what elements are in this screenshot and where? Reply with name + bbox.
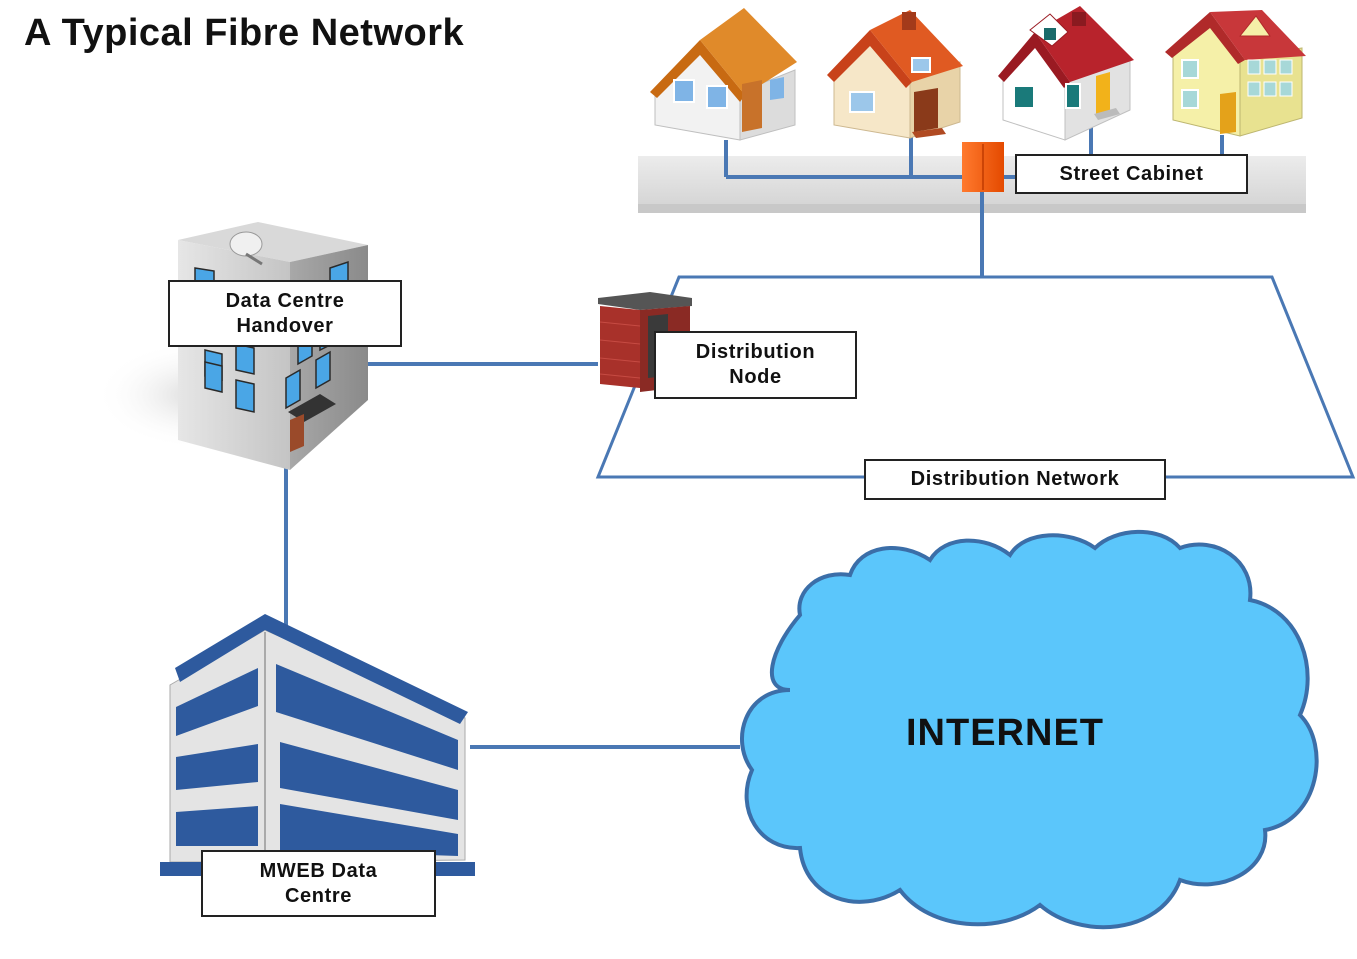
distribution-ring [595,275,1356,479]
internet-label: INTERNET [906,712,1104,754]
data-centre-handover-label: Data Centre Handover [168,280,402,347]
node-text-line-1: Distribution [695,341,816,363]
distribution-network-text: Distribution Network [910,468,1120,490]
mweb-text-line-2: Centre [285,884,352,907]
house-2 [827,10,963,139]
distribution-network-label: Distribution Network [864,459,1166,500]
house-4 [1165,10,1306,137]
mweb-text-line-1: MWEB Data [259,859,378,882]
page-title: A Typical Fibre Network [24,12,465,54]
mweb-data-centre-label: MWEB Data Centre [201,850,436,917]
house-3 [998,6,1134,141]
house-1 [650,8,797,141]
street-cabinet-icon [962,142,1004,192]
handover-text-line-1: Data Centre [225,289,345,312]
internet-cloud-icon [740,529,1319,930]
street-cabinet-text: Street Cabinet [1059,162,1204,185]
handover-text-line-2: Handover [236,314,334,337]
node-text-line-2: Node [729,366,782,388]
street-cabinet-label: Street Cabinet [1015,154,1248,194]
distribution-node-label: Distribution Node [654,331,857,399]
